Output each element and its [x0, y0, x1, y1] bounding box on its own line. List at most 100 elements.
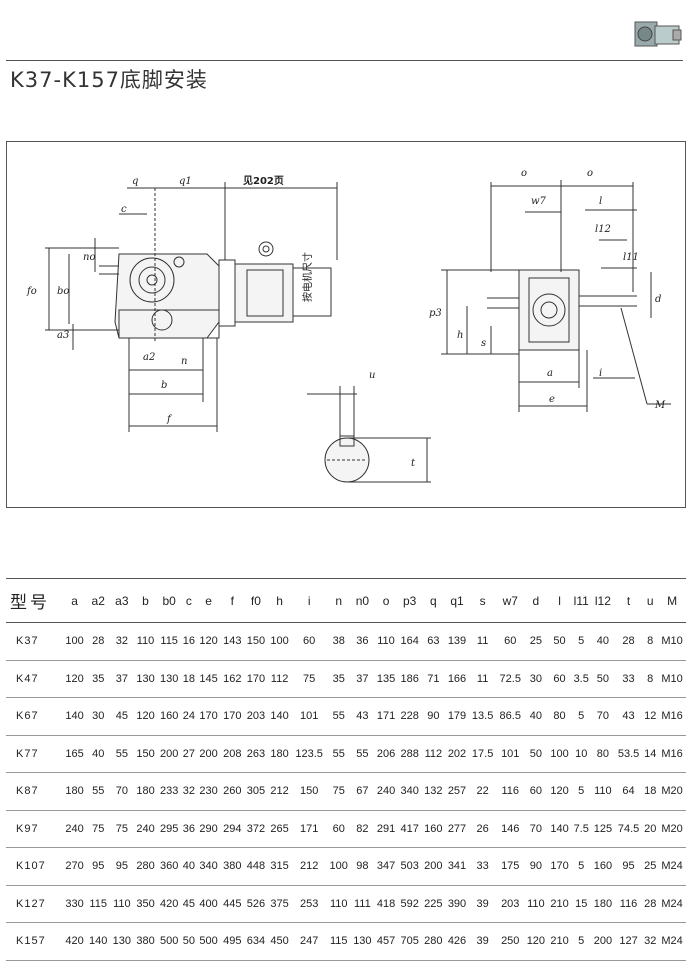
cell-value: 341 — [447, 860, 467, 873]
cell-value: 705 — [400, 935, 419, 948]
cell-value: 347 — [376, 860, 396, 873]
cell-value: 445 — [223, 897, 242, 910]
cell-value: 82 — [356, 822, 369, 835]
cell-value: 24 — [182, 710, 196, 723]
label-fo: fo — [26, 286, 37, 297]
header-q1: q1 — [445, 578, 469, 623]
header-f0: f0 — [244, 578, 268, 623]
header-l12: l12 — [591, 578, 615, 623]
cell-value: 27 — [182, 747, 196, 760]
cell-value: 132 — [424, 785, 443, 798]
cell-value: 420 — [65, 935, 84, 948]
label-n: n — [181, 356, 187, 367]
cell-value: 50 — [182, 935, 196, 948]
cell-value: 265 — [270, 822, 289, 835]
cell-value: 115 — [329, 935, 348, 948]
cell-value: 212 — [299, 860, 319, 873]
cell-value: 230 — [199, 785, 218, 798]
cell-value: 175 — [501, 860, 520, 873]
label-q1: q1 — [179, 176, 192, 187]
cell-value: 228 — [400, 710, 419, 723]
cell-value: 70 — [115, 785, 128, 798]
cell-value: 98 — [356, 860, 369, 873]
cell-value: 40 — [596, 635, 610, 648]
cell-value: 202 — [447, 747, 467, 760]
cell-value: 375 — [270, 897, 289, 910]
cell-value: 372 — [246, 822, 266, 835]
label-bo: bo — [57, 286, 69, 297]
cell-value: 45 — [115, 710, 128, 723]
cell-value: 13.5 — [471, 710, 494, 723]
cell-value: 160 — [159, 710, 179, 723]
cell-value: M16 — [661, 747, 683, 760]
cell-value: 294 — [223, 822, 242, 835]
header-e: e — [196, 578, 221, 623]
label-f: f — [166, 414, 173, 425]
cell-value: 35 — [332, 672, 345, 685]
cell-value: M16 — [661, 710, 683, 723]
dimension-drawing: q q1 见202页 c no fo bo a3 a2 n b f 按电机尺寸 … — [6, 141, 686, 508]
cell-value: 45 — [182, 897, 196, 910]
cell-value: 140 — [270, 710, 289, 723]
cell-value: 25 — [644, 860, 657, 873]
cell-value: 60 — [303, 635, 316, 648]
cell-value: 150 — [246, 635, 266, 648]
cell-value: 110 — [594, 785, 612, 798]
cell-value: 162 — [223, 672, 242, 685]
cell-value: 111 — [354, 897, 371, 910]
cell-value: 10 — [575, 747, 588, 760]
cell-value: 179 — [447, 710, 467, 723]
cell-value: 418 — [376, 897, 396, 910]
cell-model: K157 — [16, 935, 46, 948]
cell-value: 180 — [65, 785, 84, 798]
cell-value: 70 — [529, 822, 542, 835]
header-u: u — [642, 578, 659, 623]
label-c: c — [121, 204, 127, 215]
cell-value: 16 — [182, 635, 196, 648]
cell-value: 40 — [92, 747, 105, 760]
cell-value: 35 — [92, 672, 105, 685]
cell-value: 17.5 — [471, 747, 494, 760]
cell-value: 164 — [400, 635, 419, 648]
cell-value: 203 — [501, 897, 520, 910]
cell-value: 60 — [529, 785, 542, 798]
cell-value: 90 — [427, 710, 440, 723]
header-f: f — [220, 578, 245, 623]
cell-value: 90 — [529, 860, 542, 873]
cell-value: 260 — [223, 785, 242, 798]
cell-value: 130 — [353, 935, 372, 948]
cell-value: 75 — [115, 822, 128, 835]
cell-value: 43 — [356, 710, 369, 723]
header-t: t — [614, 578, 643, 623]
cell-value: 143 — [223, 635, 242, 648]
header-b0: b0 — [157, 578, 181, 623]
cell-value: 28 — [644, 897, 657, 910]
cell-value: 75 — [332, 785, 345, 798]
cell-value: 208 — [223, 747, 242, 760]
cell-value: 5 — [578, 785, 585, 798]
cell-model: K97 — [16, 822, 39, 835]
cell-value: 36 — [356, 635, 369, 648]
top-rule — [6, 60, 683, 61]
cell-value: 130 — [112, 935, 132, 948]
cell-value: 457 — [376, 935, 396, 948]
header-l11: l11 — [571, 578, 592, 623]
header-o: o — [374, 578, 398, 623]
cell-value: 634 — [246, 935, 266, 948]
cell-value: 112 — [270, 672, 289, 685]
cell-value: 37 — [356, 672, 369, 685]
cell-value: 28 — [92, 635, 105, 648]
header-n: n — [326, 578, 351, 623]
cell-value: 380 — [223, 860, 242, 873]
header-i: i — [291, 578, 327, 623]
header-a: a — [62, 578, 87, 623]
label-a3: a3 — [57, 330, 69, 341]
cell-value: 180 — [593, 897, 613, 910]
cell-value: 140 — [550, 822, 569, 835]
cell-value: 39 — [476, 935, 489, 948]
cell-value: 526 — [246, 897, 266, 910]
cell-model: K127 — [16, 897, 46, 910]
cell-value: 171 — [376, 710, 396, 723]
cell-value: 130 — [159, 672, 179, 685]
cell-value: M20 — [661, 822, 683, 835]
